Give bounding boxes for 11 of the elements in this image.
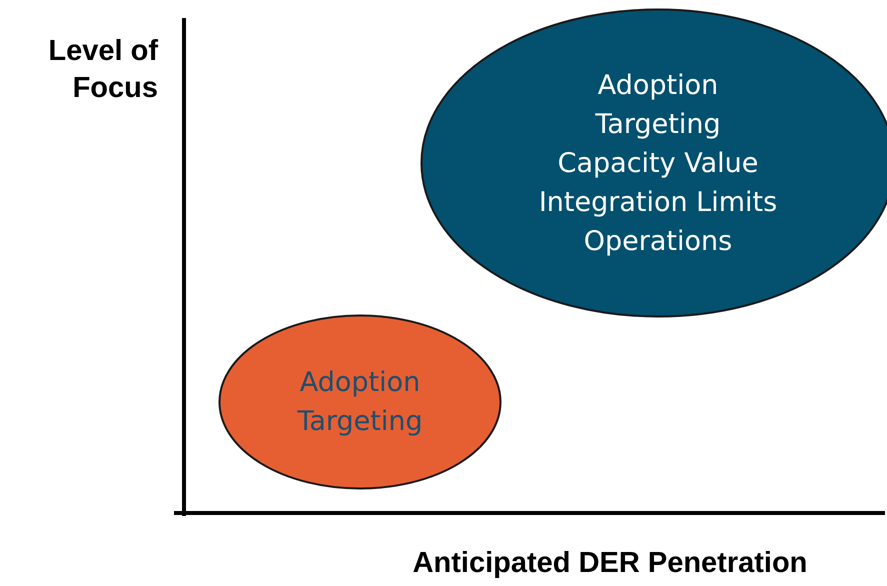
focus-area-label: Integration Limits (538, 186, 778, 220)
axis-title: Level of Focus (47, 34, 158, 106)
focus-area-label: Adoption (300, 366, 420, 400)
focus-area-label: Operations (584, 224, 732, 258)
focus-area-label: Adoption (598, 68, 718, 102)
focus-area-label: Targeting (297, 405, 423, 439)
focus-area-label: Capacity Value (558, 146, 758, 180)
focus-area-label: Targeting (595, 108, 721, 142)
ellipse-bubble (420, 8, 887, 318)
axis-title: Anticipated DER Penetration (412, 546, 808, 581)
ellipse-bubble (218, 314, 502, 490)
